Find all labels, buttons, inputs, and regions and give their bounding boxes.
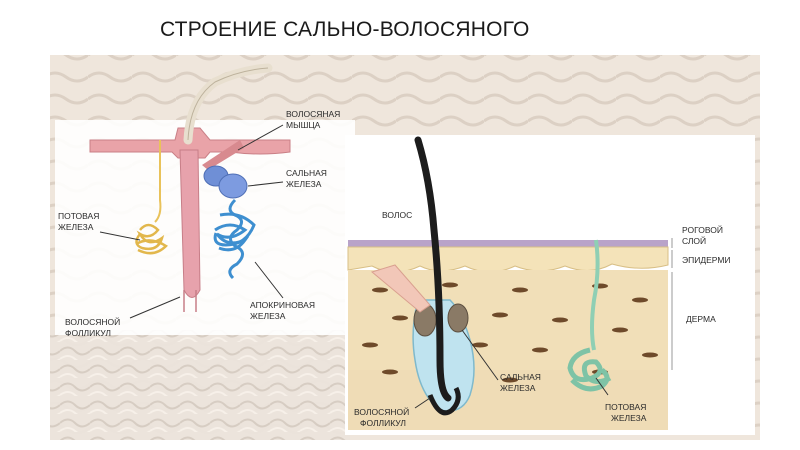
label-stratum-line2: СЛОЙ: [682, 235, 706, 246]
hair-shaft-outline-left: [187, 67, 269, 141]
hair-bulb-right: [427, 386, 461, 416]
follicle-root-left: [183, 290, 197, 312]
label-dermis: ДЕРМА: [686, 314, 716, 324]
sebaceous-gland-left-b: [218, 173, 248, 199]
right-panel-illustration: [345, 135, 755, 435]
sweat-duct-left: [154, 140, 162, 223]
label-sebaceous-right-line2: ЖЕЛЕЗА: [500, 383, 536, 393]
label-follicle-left-line2: ФОЛЛИКУЛ: [65, 328, 111, 338]
label-sweat-right-line1: ПОТОВАЯ: [605, 402, 646, 412]
label-apocrine-line1: АПОКРИНОВАЯ: [250, 300, 315, 310]
epidermis-layer: [347, 246, 669, 273]
label-hair: ВОЛОС: [382, 210, 412, 220]
label-sebaceous-right-line1: САЛЬНАЯ: [500, 372, 541, 382]
skin-texture-bottom-left: [50, 330, 350, 440]
left-panel-illustration: [55, 63, 355, 335]
label-sweat-left-line1: ПОТОВАЯ: [58, 211, 99, 221]
sweat-gland-left: [135, 223, 168, 255]
label-sweat-right-line2: ЖЕЛЕЗА: [611, 413, 647, 423]
arrector-muscle-right: [370, 264, 431, 313]
apocrine-gland-left: [213, 198, 256, 280]
left-leader-lines: [99, 124, 284, 319]
arrector-muscle-left: [202, 140, 244, 170]
sebaceous-gland-right-b: [447, 303, 469, 333]
label-sweat-left-line2: ЖЕЛЕЗА: [58, 222, 94, 232]
label-muscle-line2: МЫШЦА: [286, 120, 321, 130]
right-leader-lines: [414, 329, 609, 409]
label-stratum-line1: РОГОВОЙ: [682, 224, 723, 235]
hair-shaft-right: [414, 136, 452, 402]
page-title: СТРОЕНИЕ САЛЬНО-ВОЛОСЯНОГО: [160, 18, 530, 41]
label-apocrine-line2: ЖЕЛЕЗА: [250, 311, 286, 321]
label-sebaceous-left-line1: САЛЬНАЯ: [286, 168, 327, 178]
label-epidermis: ЭПИДЕРМИ: [682, 255, 731, 265]
stratum-corneum: [348, 240, 668, 247]
label-follicle-right-line1: ВОЛОСЯНОЙ: [354, 406, 409, 417]
label-muscle-line1: ВОЛОСЯНАЯ: [286, 109, 340, 119]
label-sebaceous-left-line2: ЖЕЛЕЗА: [286, 179, 322, 189]
label-follicle-left-line1: ВОЛОСЯНОЙ: [65, 316, 120, 327]
sweat-duct-right: [590, 239, 600, 351]
label-follicle-right-line2: ФОЛЛИКУЛ: [360, 418, 406, 428]
